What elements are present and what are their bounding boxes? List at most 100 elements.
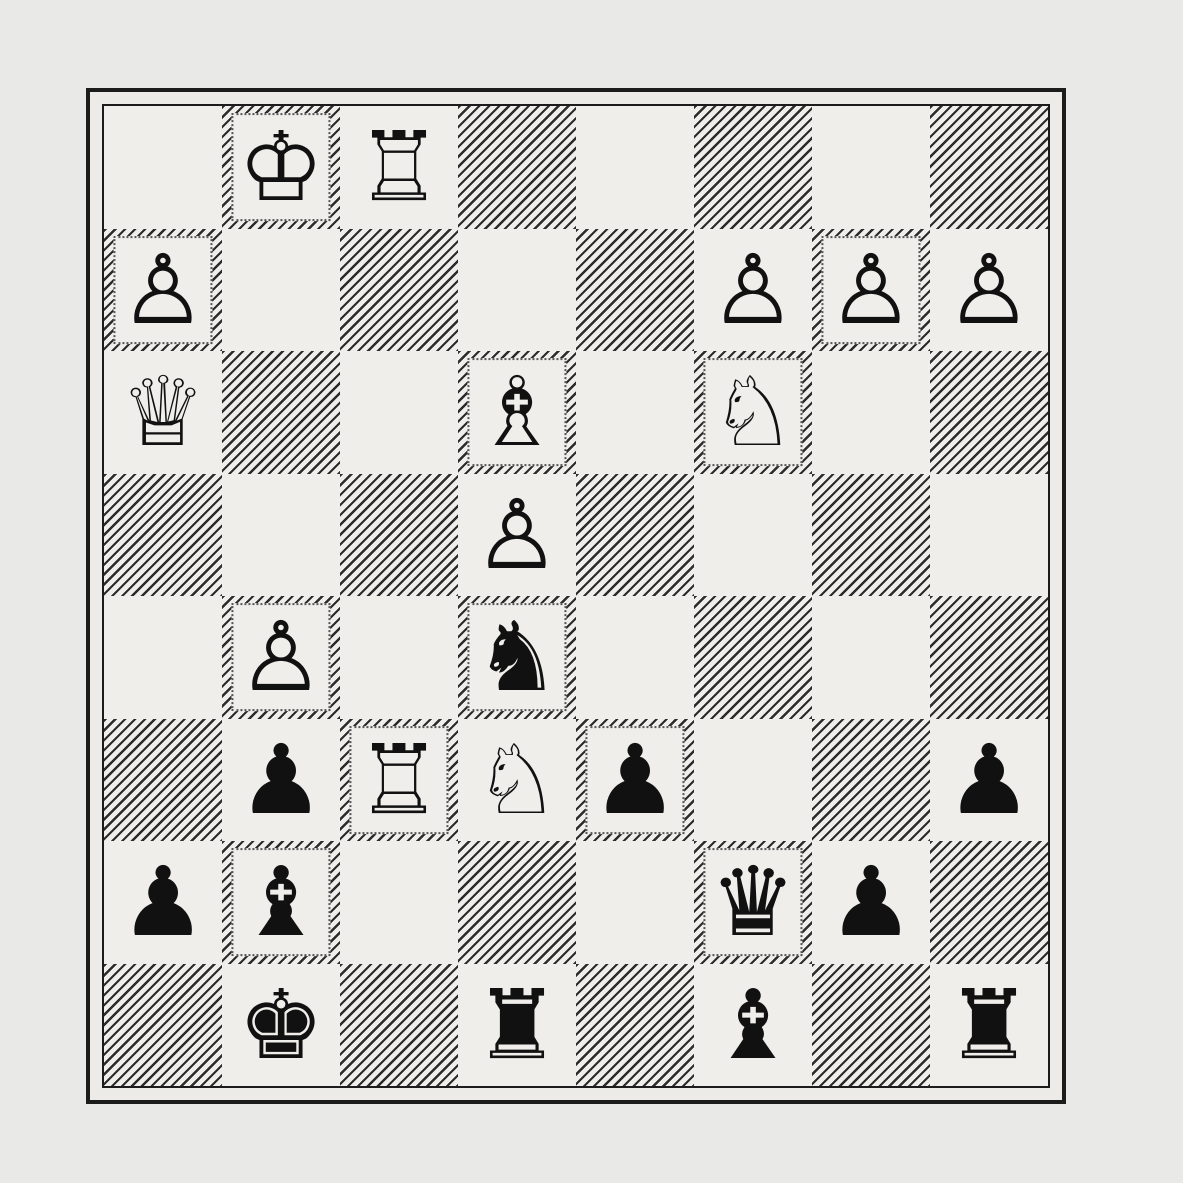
square-c5[interactable] bbox=[340, 473, 458, 596]
square-b7[interactable] bbox=[222, 228, 340, 351]
square-g6[interactable] bbox=[812, 351, 930, 474]
square-b4[interactable]: ♙ bbox=[222, 596, 340, 719]
piece-glyph: ♚ bbox=[237, 968, 325, 1081]
square-a8[interactable] bbox=[104, 106, 222, 229]
white-knight-icon[interactable]: ♘ bbox=[458, 719, 576, 842]
square-d8[interactable] bbox=[458, 106, 576, 229]
square-c4[interactable] bbox=[340, 596, 458, 719]
square-a6[interactable]: ♕ bbox=[104, 351, 222, 474]
square-f6[interactable]: ♘ bbox=[694, 351, 812, 474]
piece-glyph: ♜ bbox=[473, 968, 561, 1081]
square-e1[interactable] bbox=[576, 963, 694, 1086]
square-c7[interactable] bbox=[340, 228, 458, 351]
piece-glyph: ♝ bbox=[237, 846, 325, 959]
square-d1[interactable]: ♜ bbox=[458, 963, 576, 1087]
piece-glyph: ♔ bbox=[237, 111, 325, 224]
square-c8[interactable]: ♖ bbox=[340, 106, 458, 229]
piece-glyph: ♟ bbox=[119, 846, 207, 959]
square-a4[interactable] bbox=[104, 596, 222, 719]
square-h4[interactable] bbox=[930, 596, 1048, 719]
white-knight-icon[interactable]: ♘ bbox=[694, 351, 812, 474]
black-bishop-icon[interactable]: ♝ bbox=[222, 841, 340, 964]
black-queen-icon[interactable]: ♛ bbox=[694, 841, 812, 964]
white-pawn-icon[interactable]: ♙ bbox=[812, 229, 930, 352]
square-c2[interactable] bbox=[340, 841, 458, 964]
black-knight-icon[interactable]: ♞ bbox=[458, 596, 576, 719]
black-king-icon[interactable]: ♚ bbox=[222, 964, 340, 1087]
square-b3[interactable]: ♟ bbox=[222, 718, 340, 842]
square-e5[interactable] bbox=[576, 473, 694, 596]
square-g8[interactable] bbox=[812, 106, 930, 229]
piece-glyph: ♗ bbox=[473, 356, 561, 469]
square-e2[interactable] bbox=[576, 841, 694, 964]
black-rook-icon[interactable]: ♜ bbox=[458, 964, 576, 1087]
black-bishop-icon[interactable]: ♝ bbox=[694, 964, 812, 1087]
square-d4[interactable]: ♞ bbox=[458, 596, 576, 719]
square-a1[interactable] bbox=[104, 963, 222, 1086]
square-c1[interactable] bbox=[340, 963, 458, 1086]
square-a7[interactable]: ♙ bbox=[104, 228, 222, 352]
square-g4[interactable] bbox=[812, 596, 930, 719]
square-f7[interactable]: ♙ bbox=[694, 228, 812, 352]
square-h5[interactable] bbox=[930, 473, 1048, 596]
white-rook-icon[interactable]: ♖ bbox=[340, 106, 458, 229]
black-pawn-icon[interactable]: ♟ bbox=[104, 841, 222, 964]
white-queen-icon[interactable]: ♕ bbox=[104, 351, 222, 474]
piece-glyph: ♛ bbox=[709, 846, 797, 959]
square-g3[interactable] bbox=[812, 718, 930, 841]
white-bishop-icon[interactable]: ♗ bbox=[458, 351, 576, 474]
square-h1[interactable]: ♜ bbox=[930, 963, 1048, 1087]
white-pawn-icon[interactable]: ♙ bbox=[458, 474, 576, 597]
square-b8[interactable]: ♔ bbox=[222, 106, 340, 229]
square-g2[interactable]: ♟ bbox=[812, 841, 930, 964]
square-e3[interactable]: ♟ bbox=[576, 718, 694, 842]
square-h6[interactable] bbox=[930, 351, 1048, 474]
square-d7[interactable] bbox=[458, 228, 576, 351]
square-f1[interactable]: ♝ bbox=[694, 963, 812, 1087]
square-c3[interactable]: ♖ bbox=[340, 718, 458, 842]
square-a2[interactable]: ♟ bbox=[104, 841, 222, 964]
square-d3[interactable]: ♘ bbox=[458, 718, 576, 842]
square-h3[interactable]: ♟ bbox=[930, 718, 1048, 842]
square-b5[interactable] bbox=[222, 473, 340, 596]
square-f8[interactable] bbox=[694, 106, 812, 229]
piece-glyph: ♞ bbox=[473, 601, 561, 714]
square-c6[interactable] bbox=[340, 351, 458, 474]
square-e6[interactable] bbox=[576, 351, 694, 474]
square-f5[interactable] bbox=[694, 473, 812, 596]
square-d6[interactable]: ♗ bbox=[458, 351, 576, 474]
black-pawn-icon[interactable]: ♟ bbox=[930, 719, 1048, 842]
square-f2[interactable]: ♛ bbox=[694, 841, 812, 964]
white-pawn-icon[interactable]: ♙ bbox=[104, 229, 222, 352]
white-pawn-icon[interactable]: ♙ bbox=[694, 229, 812, 352]
black-pawn-icon[interactable]: ♟ bbox=[576, 719, 694, 842]
square-g7[interactable]: ♙ bbox=[812, 228, 930, 352]
square-a3[interactable] bbox=[104, 718, 222, 841]
square-b2[interactable]: ♝ bbox=[222, 841, 340, 964]
piece-glyph: ♙ bbox=[237, 601, 325, 714]
square-h7[interactable]: ♙ bbox=[930, 228, 1048, 352]
square-h2[interactable] bbox=[930, 841, 1048, 964]
square-e7[interactable] bbox=[576, 228, 694, 351]
white-rook-icon[interactable]: ♖ bbox=[340, 719, 458, 842]
square-d2[interactable] bbox=[458, 841, 576, 964]
square-f4[interactable] bbox=[694, 596, 812, 719]
square-d5[interactable]: ♙ bbox=[458, 473, 576, 597]
square-f3[interactable] bbox=[694, 718, 812, 841]
black-pawn-icon[interactable]: ♟ bbox=[812, 841, 930, 964]
square-b1[interactable]: ♚ bbox=[222, 963, 340, 1087]
white-king-icon[interactable]: ♔ bbox=[222, 106, 340, 229]
square-g5[interactable] bbox=[812, 473, 930, 596]
black-pawn-icon[interactable]: ♟ bbox=[222, 719, 340, 842]
square-g1[interactable] bbox=[812, 963, 930, 1086]
square-h8[interactable] bbox=[930, 106, 1048, 229]
square-a5[interactable] bbox=[104, 473, 222, 596]
square-b6[interactable] bbox=[222, 351, 340, 474]
square-e8[interactable] bbox=[576, 106, 694, 229]
piece-glyph: ♙ bbox=[119, 233, 207, 346]
white-pawn-icon[interactable]: ♙ bbox=[930, 229, 1048, 352]
piece-glyph: ♟ bbox=[945, 723, 1033, 836]
white-pawn-icon[interactable]: ♙ bbox=[222, 596, 340, 719]
black-rook-icon[interactable]: ♜ bbox=[930, 964, 1048, 1087]
square-e4[interactable] bbox=[576, 596, 694, 719]
